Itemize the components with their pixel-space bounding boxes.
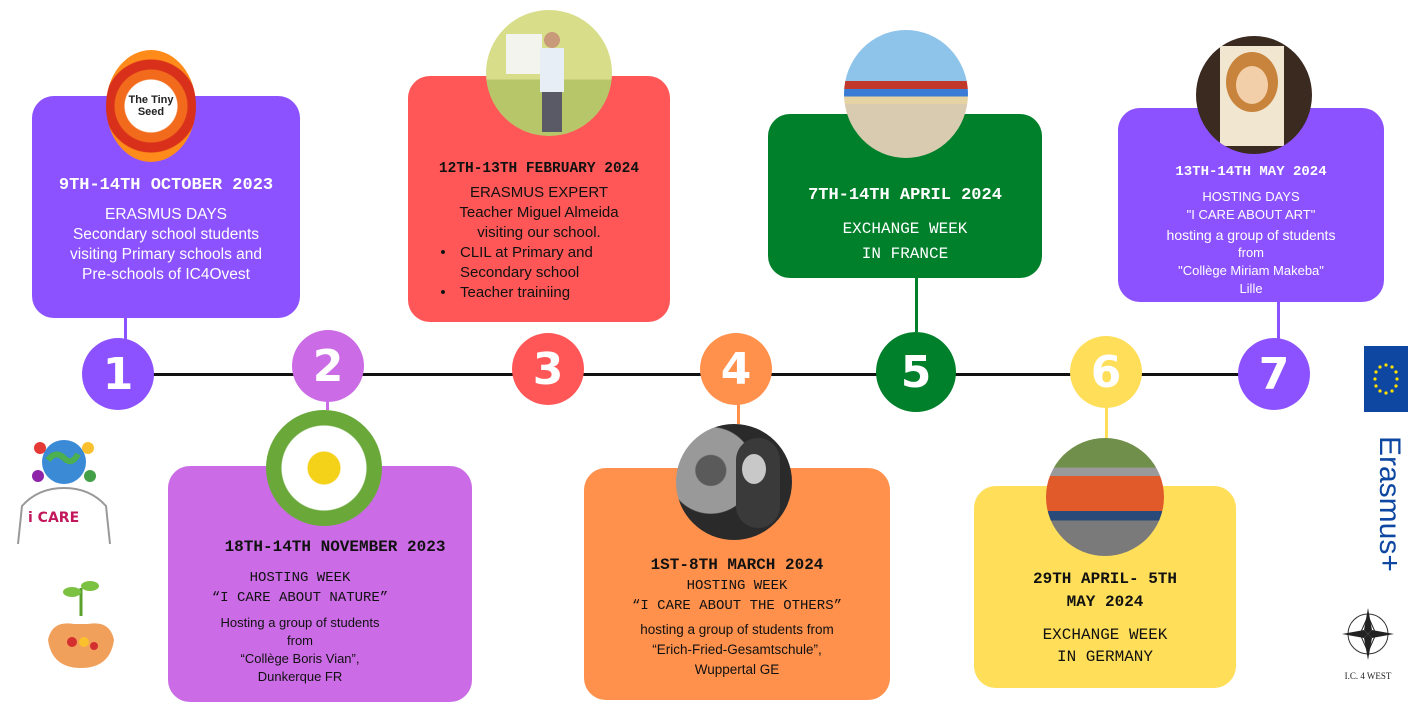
event-line: Lille	[1239, 281, 1263, 296]
event-line: "Collège Miriam Makeba"	[1178, 263, 1324, 278]
event-line: hosting a group of students from	[640, 622, 834, 637]
icare-figure-icon	[17, 440, 111, 545]
ic4west-logo: I.C. 4 WEST	[1330, 604, 1406, 681]
stem-6	[1105, 406, 1108, 442]
event-line: IN FRANCE	[861, 245, 949, 263]
event-date: 9TH-14TH OCTOBER 2023	[58, 176, 274, 195]
icare-logo: i CARE	[8, 426, 120, 545]
hands-sprout-logo	[44, 576, 118, 672]
event-line: EXCHANGE WEEK	[842, 220, 968, 238]
eu-flag	[1364, 346, 1408, 412]
stem-1	[124, 318, 127, 342]
event-bullet: Teacher trainiing	[460, 284, 571, 301]
france-beach-photo	[844, 30, 968, 158]
event-line: HOSTING WEEK	[686, 578, 788, 594]
stem-5	[915, 276, 918, 332]
event-line: Dunkerque FR	[257, 669, 343, 684]
event-line: Wuppertal GE	[694, 662, 780, 677]
timeline-node-6: 6	[1070, 336, 1142, 408]
erasmus-logo-text: Erasmus+	[1373, 436, 1406, 572]
stem-4	[737, 404, 740, 424]
event-line: IN GERMANY	[1056, 648, 1153, 666]
event-line: “I CARE ABOUT THE OTHERS”	[631, 598, 843, 614]
hands-sprout-icon	[48, 581, 114, 668]
timeline-node-5: 5	[876, 332, 956, 412]
students-photo	[676, 424, 792, 540]
event-line: Pre-schools of IC4Ovest	[82, 266, 250, 283]
timeline-node-4: 4	[700, 333, 772, 405]
event-date: 13TH-14TH MAY 2024	[1175, 164, 1327, 180]
germany-train-photo	[1046, 438, 1164, 556]
event-date: MAY 2024	[1066, 593, 1144, 611]
stem-7	[1277, 300, 1280, 340]
event-line: HOSTING WEEK	[249, 570, 351, 586]
timeline-node-7: 7	[1238, 338, 1310, 410]
event-line: Secondary school students	[72, 226, 260, 243]
daisy-photo	[266, 410, 382, 526]
event-line: Hosting a group of students	[220, 615, 380, 630]
event-date: 1ST-8TH MARCH 2024	[650, 556, 824, 574]
timeline-line	[118, 373, 1278, 376]
event-date: 7TH-14TH APRIL 2024	[808, 186, 1002, 205]
tiny-seed-title: The Tiny	[128, 94, 174, 106]
event-line: ERASMUS DAYS	[104, 206, 228, 223]
icare-label: i CARE	[28, 510, 80, 526]
event-line: “Collège Boris Vian”,	[240, 651, 360, 666]
event-card-7: 13TH-14TH MAY 2024 HOSTING DAYS "I CARE …	[1118, 108, 1384, 302]
ic4west-label: I.C. 4 WEST	[1344, 671, 1392, 681]
tiny-seed-photo: The Tiny Seed	[106, 50, 196, 162]
timeline-node-1: 1	[82, 338, 154, 410]
bullet-icon: •	[440, 244, 446, 261]
bullet-icon: •	[440, 284, 446, 301]
timeline-node-2: 2	[292, 330, 364, 402]
event-bullet: CLIL at Primary and	[460, 244, 593, 261]
event-date: 29TH APRIL- 5TH	[1032, 570, 1178, 588]
event-line: HOSTING DAYS	[1202, 189, 1300, 204]
compass-rose-icon	[1342, 608, 1394, 660]
event-line: EXCHANGE WEEK	[1042, 626, 1168, 644]
tiny-seed-title: Seed	[137, 106, 165, 118]
event-line: “I CARE ABOUT NATURE”	[211, 590, 389, 606]
event-line: visiting Primary schools and	[69, 246, 263, 263]
event-line: from	[287, 633, 313, 648]
event-date: 12TH-13TH FEBRUARY 2024	[438, 161, 640, 177]
art-portrait-photo	[1196, 36, 1312, 154]
event-line: Teacher Miguel Almeida	[459, 204, 619, 221]
eu-stars-icon	[1373, 363, 1399, 395]
event-line: ERASMUS EXPERT	[469, 184, 609, 201]
event-date: 18TH-14TH NOVEMBER 2023	[224, 538, 446, 556]
event-line: hosting a group of students	[1166, 227, 1336, 243]
event-line: from	[1238, 245, 1264, 260]
timeline-node-3: 3	[512, 333, 584, 405]
event-line: “Erich-Fried-Gesamtschule”,	[652, 642, 822, 657]
event-line: "I CARE ABOUT ART"	[1186, 207, 1316, 222]
stem-2	[326, 396, 329, 410]
event-line: visiting our school.	[477, 224, 601, 241]
teacher-photo	[486, 10, 612, 136]
event-bullet: Secondary school	[460, 264, 580, 281]
